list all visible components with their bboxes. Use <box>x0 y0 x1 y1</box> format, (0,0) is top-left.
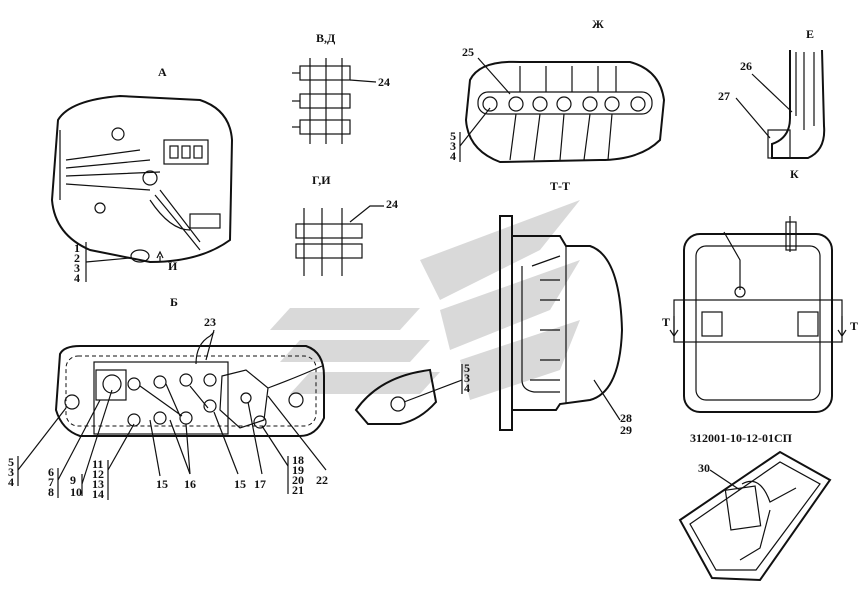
b-callout-4: 4 <box>8 475 14 489</box>
b-callout-12: 12 <box>92 467 104 481</box>
a-callout-3: 3 <box>74 261 80 275</box>
view-vd: В,Д 24 <box>292 31 390 144</box>
zh-callout-3: 3 <box>450 139 456 153</box>
mid-callout-4: 4 <box>464 381 470 395</box>
view-k-label: К <box>790 167 799 181</box>
b-callout-10: 10 <box>70 485 82 499</box>
b-callout-20: 20 <box>292 473 304 487</box>
section-mark-left: Т <box>662 315 670 329</box>
b-callout-9: 9 <box>70 473 76 487</box>
callout-15-left: 15 <box>156 477 168 491</box>
view-tt-label: Т-Т <box>550 179 570 193</box>
b-callout-8: 8 <box>48 485 54 499</box>
callout-23: 23 <box>204 315 216 329</box>
zh-callout-5: 5 <box>450 129 456 143</box>
b-callout-21: 21 <box>292 483 304 497</box>
b-callout-13: 13 <box>92 477 104 491</box>
callout-24-mid: 24 <box>386 197 398 211</box>
view-vd-label: В,Д <box>316 31 336 45</box>
callout-30: 30 <box>698 461 710 475</box>
lamp-top-view: Т Т 312001-10-12-01СП <box>662 216 858 445</box>
view-zh: Ж 25 5 3 4 <box>450 17 666 164</box>
section-mark-right: Т <box>850 319 858 333</box>
mid-small-view: 5 3 4 <box>354 361 470 425</box>
callout-17: 17 <box>254 477 266 491</box>
callout-26: 26 <box>740 59 752 73</box>
view-b: Б 23 5 3 4 6 7 8 9 10 <box>8 295 328 501</box>
view-a-label: А <box>158 65 167 79</box>
b-callout-5: 5 <box>8 455 14 469</box>
view-a: А И 1 2 3 4 <box>50 65 234 285</box>
tt-callout-28: 28 <box>620 411 632 425</box>
view-gi-label: Г,И <box>312 173 331 187</box>
mid-callout-3: 3 <box>464 371 470 385</box>
view-i-label: И <box>168 259 178 273</box>
view-zh-label: Ж <box>592 17 604 31</box>
view-e: Е 26 27 К <box>718 27 826 181</box>
callout-15-right: 15 <box>234 477 246 491</box>
drawing-code: 312001-10-12-01СП <box>690 431 793 445</box>
a-callout-1: 1 <box>74 241 80 255</box>
view-e-label: Е <box>806 27 814 41</box>
callout-22: 22 <box>316 473 328 487</box>
b-callout-11: 11 <box>92 457 103 471</box>
callout-24-top: 24 <box>378 75 390 89</box>
zh-callout-4: 4 <box>450 149 456 163</box>
a-callout-2: 2 <box>74 251 80 265</box>
b-callout-18: 18 <box>292 453 304 467</box>
a-callout-4: 4 <box>74 271 80 285</box>
b-callout-6: 6 <box>48 465 54 479</box>
b-callout-7: 7 <box>48 475 54 489</box>
callout-16: 16 <box>184 477 196 491</box>
mid-callout-5: 5 <box>464 361 470 375</box>
section-tt: Т-Т 28 29 <box>499 179 632 437</box>
view-b-label: Б <box>170 295 178 309</box>
view-gi: Г,И 24 <box>295 173 398 276</box>
b-callout-19: 19 <box>292 463 304 477</box>
callout-25: 25 <box>462 45 474 59</box>
b-callout-3: 3 <box>8 465 14 479</box>
callout-27: 27 <box>718 89 730 103</box>
view-30: 30 <box>678 450 832 582</box>
tt-callout-29: 29 <box>620 423 632 437</box>
b-callout-14: 14 <box>92 487 104 501</box>
